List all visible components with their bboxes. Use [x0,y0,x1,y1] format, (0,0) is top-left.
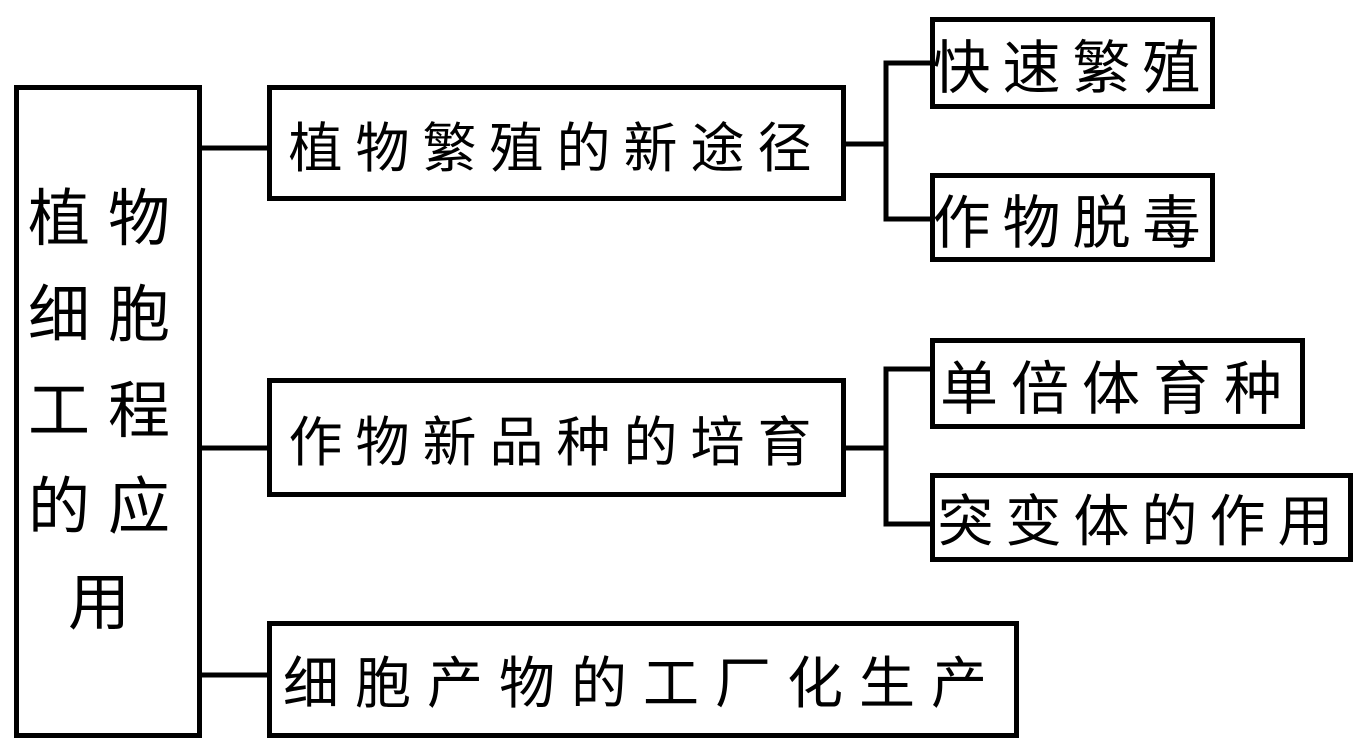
node-leaf-label: 单倍体育种 [939,356,1295,422]
node-root: 植物细胞工程的应用 [14,85,202,738]
node-root-label: 植物细胞工程的应用 [27,184,188,638]
node-leaf-rapid-propagation: 快速繁殖 [930,17,1215,109]
node-leaf-label: 快速繁殖 [932,36,1213,101]
node-branch-new-crop-varieties: 作物新品种的培育 [267,378,846,497]
node-branch-label: 细胞产物的工厂化生产 [283,652,1003,715]
connector-branch-2-bracket [841,366,934,527]
connector-branch-1-bracket [841,60,934,222]
node-branch-plant-propagation: 植物繁殖的新途径 [267,85,846,201]
node-leaf-label: 突变体的作用 [937,490,1346,553]
node-branch-cell-product-factory: 细胞产物的工厂化生产 [267,621,1019,738]
node-branch-label: 植物繁殖的新途径 [288,118,825,179]
node-leaf-mutant-role: 突变体的作用 [930,473,1353,562]
node-leaf-haploid-breeding: 单倍体育种 [930,338,1305,429]
node-leaf-crop-virus-removal: 作物脱毒 [930,173,1215,262]
node-branch-label: 作物新品种的培育 [288,413,825,473]
node-leaf-label: 作物脱毒 [932,190,1213,256]
